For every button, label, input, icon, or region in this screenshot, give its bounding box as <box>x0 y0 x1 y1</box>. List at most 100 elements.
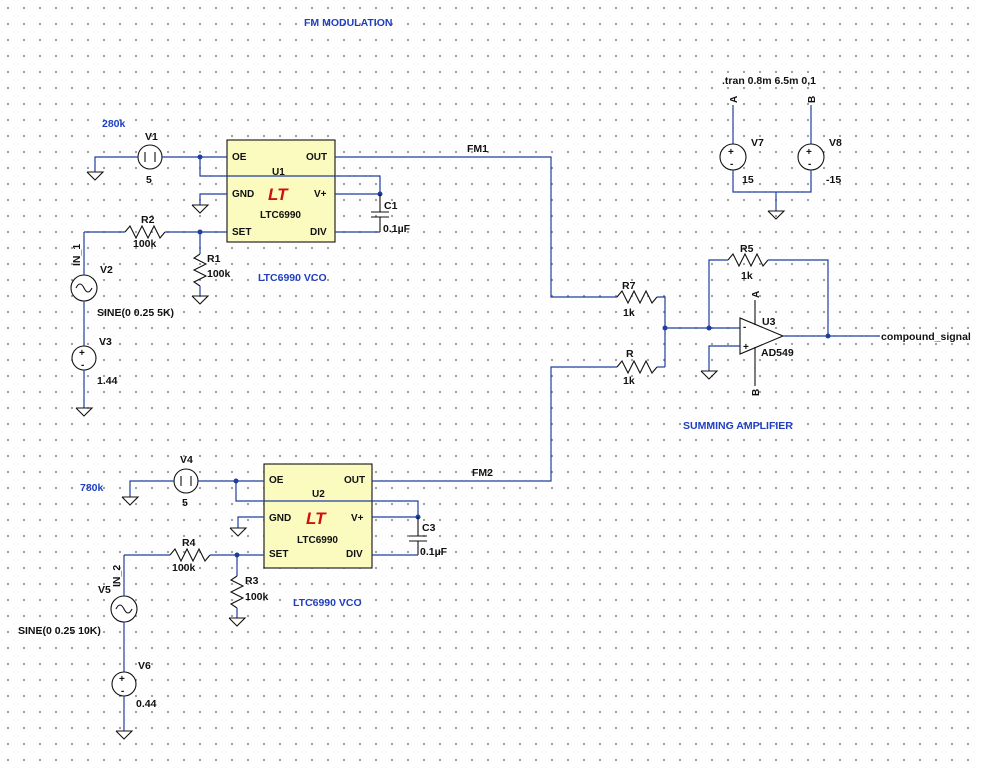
c1-ref: C1 <box>384 200 398 212</box>
resistor-r4[interactable] <box>169 547 211 563</box>
r7-value: 1k <box>623 307 635 319</box>
opamp-u3[interactable]: - + <box>739 300 785 386</box>
r-ref: R <box>626 348 634 360</box>
u2-ref: U2 <box>312 489 325 500</box>
u1-pin-div: DIV <box>310 227 327 238</box>
v7-ref: V7 <box>751 137 764 149</box>
summing-amp-label: SUMMING AMPLIFIER <box>683 420 793 432</box>
ground-icon <box>121 496 140 506</box>
svg-text:-: - <box>743 322 746 333</box>
v5-ref: V5 <box>98 584 111 596</box>
ground-icon <box>86 171 105 181</box>
u2-body <box>263 463 373 569</box>
ground-icon <box>767 210 786 220</box>
net-fm2: FM2 <box>472 467 493 479</box>
u2-pin-vplus: V+ <box>351 513 364 524</box>
v6-value: 0.44 <box>136 698 157 710</box>
u1-ref: U1 <box>272 167 285 178</box>
svg-text:+: + <box>743 342 749 353</box>
resistor-r5[interactable] <box>727 252 769 268</box>
u1-pin-set: SET <box>232 227 251 238</box>
v1-ref: V1 <box>145 131 158 143</box>
net-compound-signal: compound_signal <box>881 331 971 343</box>
r1-value: 100k <box>207 268 231 280</box>
c3-ref: C3 <box>422 522 436 534</box>
net-fm1: FM1 <box>467 143 488 155</box>
sine-wave-icon <box>115 604 133 614</box>
tran-directive: .tran 0.8m 6.5m 0,1 <box>722 75 816 87</box>
source-v7[interactable]: +- <box>719 143 747 171</box>
v4-value: 5 <box>182 497 188 509</box>
svg-text:+: + <box>119 674 125 685</box>
vco-u2[interactable]: OE OUT U2 GND LT V+ LTC6990 SET DIV <box>263 463 373 569</box>
r3-ref: R3 <box>245 575 259 587</box>
ground-icon <box>700 370 719 380</box>
resistor-r7[interactable] <box>616 289 658 305</box>
u2-pin-set: SET <box>269 549 288 560</box>
r1-ref: R1 <box>207 253 221 265</box>
net-in1: IN_1 <box>71 244 83 266</box>
v8-value: -15 <box>826 174 841 186</box>
resistor-r1[interactable] <box>192 253 208 287</box>
v4-ref: V4 <box>180 454 193 466</box>
resistor-r3[interactable] <box>229 575 245 609</box>
schematic-title: FM MODULATION <box>304 17 392 29</box>
v2-value: SINE(0 0.25 5K) <box>97 307 174 319</box>
r2-value: 100k <box>133 238 157 250</box>
ground-icon <box>115 730 134 740</box>
r4-ref: R4 <box>182 537 196 549</box>
v1-symbol <box>137 144 163 170</box>
svg-text:+: + <box>806 147 812 158</box>
source-v4[interactable] <box>173 468 199 494</box>
net-in2: IN_2 <box>111 565 123 587</box>
v8-ref: V8 <box>829 137 842 149</box>
capacitor-c3[interactable] <box>409 517 427 555</box>
r-value: 1k <box>623 375 635 387</box>
v1-value: 5 <box>146 174 152 186</box>
u1-label: LTC6990 VCO <box>258 272 327 284</box>
u2-part: LTC6990 <box>297 535 338 546</box>
v4-annotation: 780k <box>80 482 104 494</box>
u2-pin-oe: OE <box>269 475 284 486</box>
u2-pin-out: OUT <box>344 475 365 486</box>
r4-value: 100k <box>172 562 196 574</box>
u3-rail-b: B <box>751 389 762 396</box>
r7-ref: R7 <box>622 280 636 292</box>
source-v1[interactable] <box>137 144 163 170</box>
ground-icon <box>229 527 248 537</box>
ground-icon <box>228 617 247 627</box>
svg-text:+: + <box>728 147 734 158</box>
capacitor-c1[interactable] <box>371 194 389 232</box>
v8-net-b: B <box>807 96 818 103</box>
r5-value: 1k <box>741 270 753 282</box>
v3-ref: V3 <box>99 336 112 348</box>
c1-value: 0.1µF <box>383 223 411 235</box>
source-v6[interactable]: +- <box>111 671 137 697</box>
v1-annotation: 280k <box>102 118 126 130</box>
u1-pin-out: OUT <box>306 152 327 163</box>
v5-value: SINE(0 0.25 10K) <box>18 625 101 637</box>
source-v8[interactable]: +- <box>797 143 825 171</box>
vco-u1[interactable]: OE OUT U1 GND LT V+ LTC6990 SET DIV <box>226 139 336 243</box>
u1-pin-vplus: V+ <box>314 189 327 200</box>
source-v5[interactable] <box>110 595 138 623</box>
v7-net-a: A <box>729 96 740 103</box>
ground-icon <box>191 204 210 214</box>
resistor-r2[interactable] <box>124 224 166 240</box>
u1-pin-oe: OE <box>232 152 247 163</box>
r3-value: 100k <box>245 591 269 603</box>
sine-wave-icon <box>75 283 93 293</box>
ground-icon <box>191 295 210 305</box>
u1-part: LTC6990 <box>260 210 301 221</box>
svg-text:-: - <box>808 159 811 170</box>
lt-logo-icon: LT <box>306 509 327 528</box>
v3-value: 1.44 <box>97 375 118 387</box>
u1-body <box>226 139 336 243</box>
resistor-r[interactable] <box>616 359 658 375</box>
c3-value: 0.1µF <box>420 546 448 558</box>
v6-ref: V6 <box>138 660 151 672</box>
source-v3[interactable]: +- <box>71 345 97 371</box>
source-v2[interactable] <box>70 274 98 302</box>
